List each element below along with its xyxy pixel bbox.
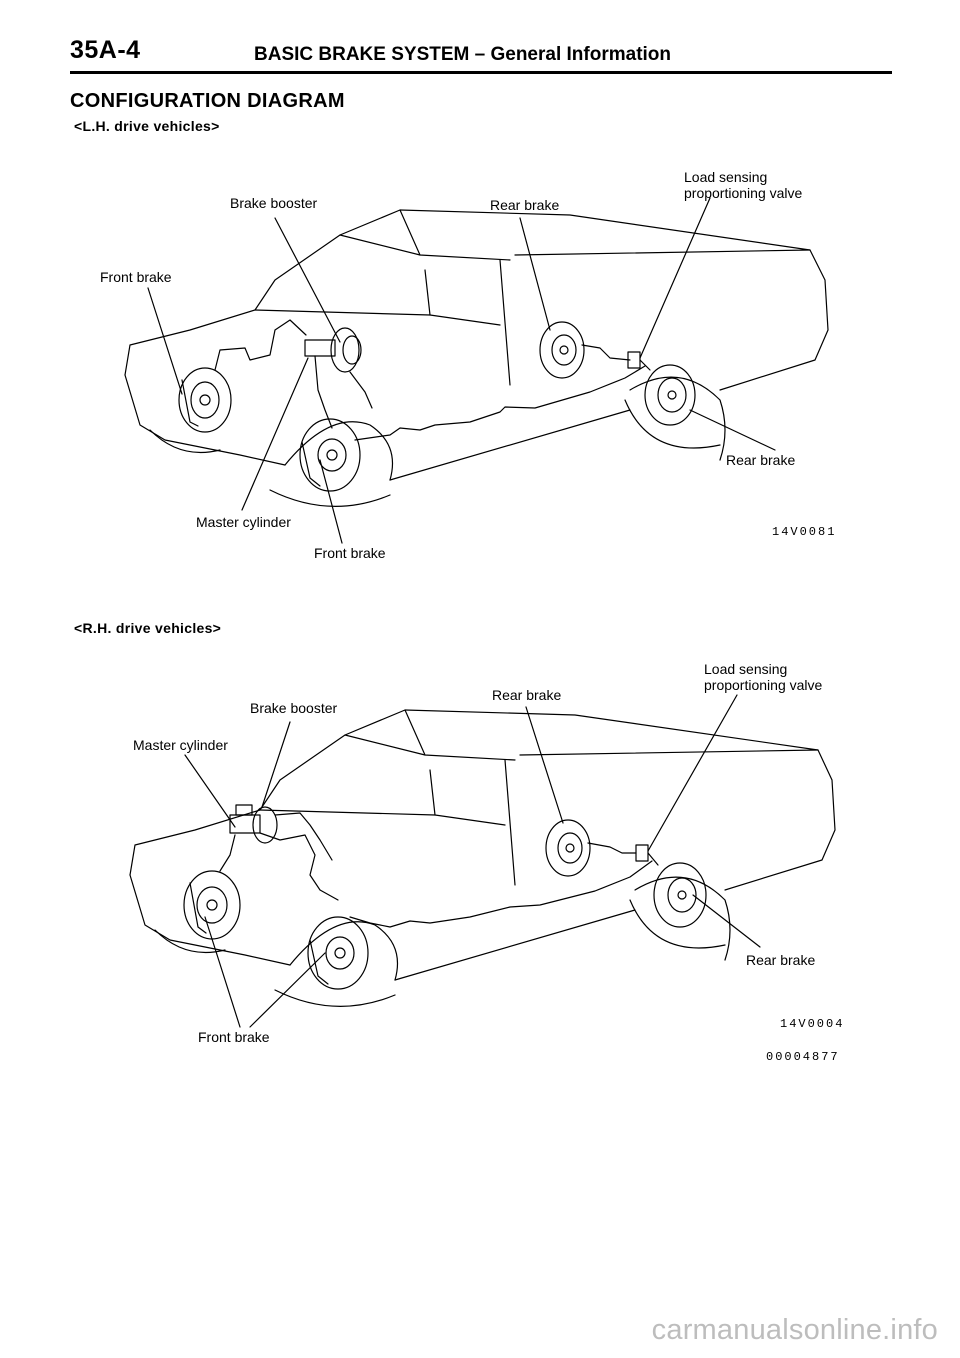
- rh-label-valve-line1: Load sensing: [704, 661, 787, 677]
- rh-label-valve-line2: proportioning valve: [704, 677, 823, 693]
- lh-label-front-brake-bottom: Front brake: [314, 545, 386, 561]
- section-heading: CONFIGURATION DIAGRAM: [70, 90, 345, 112]
- rh-label-brake-booster: Brake booster: [250, 700, 337, 716]
- rh-document-code: 00004877: [766, 1050, 840, 1064]
- rh-figure-code: 14V0004: [780, 1017, 844, 1031]
- rh-label-front-brake: Front brake: [198, 1029, 270, 1045]
- lh-figure-code: 14V0081: [772, 525, 836, 539]
- lh-figure: Front brake Brake booster Rear brake Loa…: [70, 160, 860, 570]
- page-number: 35A-4: [70, 36, 141, 64]
- lh-label-valve-line2: proportioning valve: [684, 185, 803, 201]
- rh-label-rear-brake-top: Rear brake: [492, 687, 561, 703]
- rh-figure: Load sensing proportioning valve Rear br…: [70, 655, 860, 1075]
- lh-vehicle-illustration: Front brake Brake booster Rear brake Loa…: [100, 169, 836, 561]
- lh-label-rear-brake-top: Rear brake: [490, 197, 559, 213]
- rh-vehicle-illustration: Load sensing proportioning valve Rear br…: [129, 661, 844, 1064]
- rh-label-rear-brake-right: Rear brake: [746, 952, 815, 968]
- running-title: BASIC BRAKE SYSTEM – General Information: [254, 44, 672, 65]
- lh-label-brake-booster: Brake booster: [230, 195, 317, 211]
- lh-label-valve-line1: Load sensing: [684, 169, 767, 185]
- rh-subheading: <R.H. drive vehicles>: [74, 620, 222, 636]
- watermark: carmanualsonline.info: [651, 1314, 938, 1346]
- lh-label-front-brake-top: Front brake: [100, 269, 172, 285]
- rh-label-master-cylinder: Master cylinder: [133, 737, 228, 753]
- lh-label-rear-brake-right: Rear brake: [726, 452, 795, 468]
- lh-label-master-cylinder: Master cylinder: [196, 514, 291, 530]
- lh-subheading: <L.H. drive vehicles>: [74, 118, 220, 134]
- header-rule: [70, 71, 892, 74]
